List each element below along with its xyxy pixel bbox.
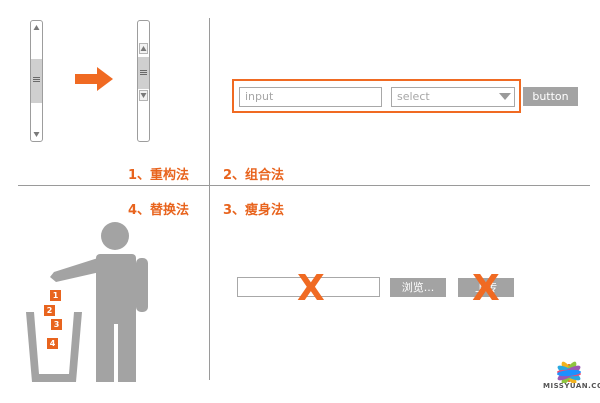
section-label-combine: 2、组合法	[223, 168, 285, 183]
chevron-down-icon	[499, 93, 511, 100]
scrollbar-original[interactable]	[30, 20, 43, 142]
scroll-down-icon	[140, 93, 147, 98]
scroll-grip	[33, 81, 40, 82]
scroll-grip	[33, 77, 40, 78]
trash-item: 2	[44, 305, 55, 316]
upload-button[interactable]: 上传	[458, 278, 514, 297]
scroll-up-button[interactable]	[139, 43, 148, 54]
file-path-input[interactable]	[237, 277, 380, 297]
scroll-up-icon	[140, 46, 147, 51]
scroll-grip	[33, 79, 40, 80]
trash-item: 3	[51, 319, 62, 330]
scroll-grip	[140, 70, 147, 71]
scroll-down-icon[interactable]	[33, 131, 40, 138]
vertical-divider	[209, 18, 210, 380]
person-icon	[50, 222, 148, 382]
section-label-replace: 4、替换法	[128, 203, 190, 218]
trash-item: 4	[47, 338, 58, 349]
scrollbar-restructured[interactable]	[137, 20, 150, 142]
scroll-grip	[140, 74, 147, 75]
logo-icon	[557, 361, 581, 383]
scroll-grip	[140, 72, 147, 73]
select-dropdown[interactable]: select	[391, 87, 515, 107]
generic-button[interactable]: button	[523, 87, 578, 106]
trash-can-icon	[26, 312, 82, 382]
scroll-thumb[interactable]	[138, 57, 149, 89]
combined-control-group	[232, 79, 521, 113]
logo-text: MISSYUAN.COM	[543, 382, 600, 390]
section-label-restructure: 1、重构法	[128, 168, 190, 183]
select-value: select	[397, 90, 430, 103]
browse-button[interactable]: 浏览...	[390, 278, 446, 297]
scroll-up-icon[interactable]	[33, 24, 40, 31]
horizontal-divider	[18, 185, 590, 186]
trash-item: 1	[50, 290, 61, 301]
text-input[interactable]: input	[239, 87, 382, 107]
cross-mark-icon: X	[297, 268, 325, 309]
section-label-slim: 3、瘦身法	[223, 203, 285, 218]
right-arrow-icon	[75, 67, 113, 91]
scroll-down-button[interactable]	[139, 90, 148, 101]
cross-mark-icon: X	[472, 268, 500, 309]
